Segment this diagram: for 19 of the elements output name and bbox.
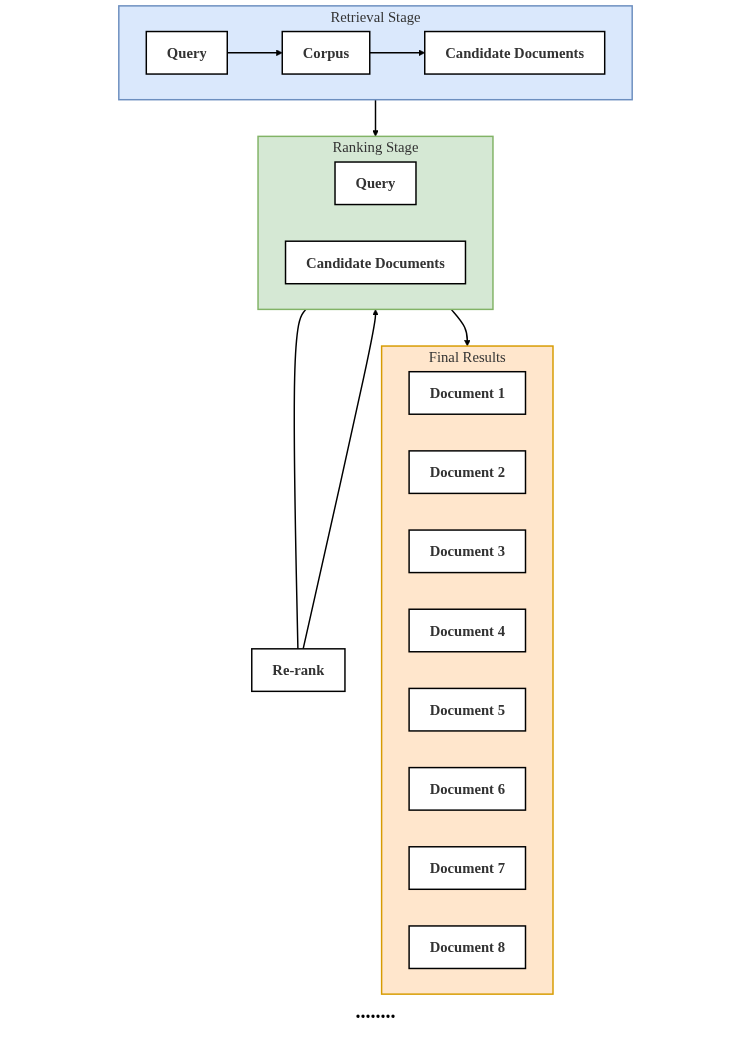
node-box: Document 4 xyxy=(408,608,527,653)
connector xyxy=(293,308,307,650)
node-box: Query xyxy=(334,161,417,206)
node-box: Document 8 xyxy=(408,925,527,970)
node-box: Document 7 xyxy=(408,846,527,891)
node-box: Document 1 xyxy=(408,370,527,415)
node-box: Candidate Documents xyxy=(424,30,606,75)
arrow xyxy=(302,309,379,650)
arrow xyxy=(372,98,379,137)
node-box: Document 6 xyxy=(408,766,527,811)
ellipsis-note: ........ xyxy=(354,1000,397,1023)
arrow xyxy=(450,308,471,347)
node-box: Re-rank xyxy=(251,648,346,693)
node-box: Document 5 xyxy=(408,687,527,732)
node-box: Query xyxy=(145,30,228,75)
node-box: Document 3 xyxy=(408,529,527,574)
node-box: Document 2 xyxy=(408,450,527,495)
node-box: Corpus xyxy=(281,30,371,75)
node-box: Candidate Documents xyxy=(284,240,467,285)
